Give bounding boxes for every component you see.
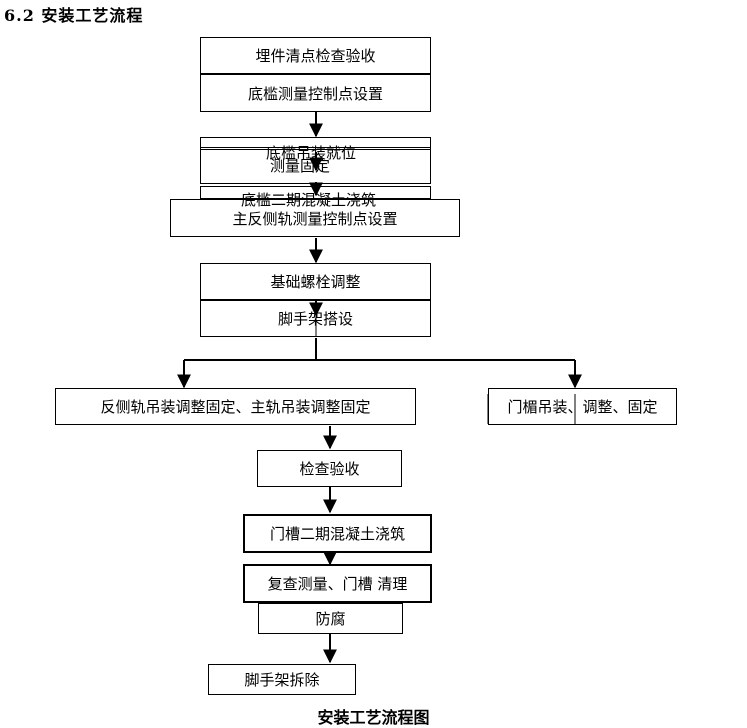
step-label-5: 底槛二期混凝土浇筑 bbox=[241, 191, 377, 209]
step-label-9: 反侧轨吊装调整固定、主轨吊装调整固定 bbox=[100, 398, 371, 416]
step-label-6: 主反侧轨测量控制点设置 bbox=[232, 209, 398, 228]
step-box-12: 门槽二期混凝土浇筑 bbox=[243, 514, 432, 553]
step-box-14: 防腐 bbox=[258, 603, 403, 634]
step-box-15: 脚手架拆除 bbox=[208, 664, 356, 695]
step-box-5 bbox=[200, 186, 431, 199]
step-box-3 bbox=[200, 137, 431, 150]
step-label-4: 测量固定 bbox=[270, 157, 331, 175]
section-heading: 6.2 安装工艺流程 bbox=[4, 6, 144, 25]
step-box-6: 主反侧轨测量控制点设置 bbox=[170, 199, 460, 237]
step-label-15: 脚手架拆除 bbox=[244, 671, 320, 689]
step-label-11: 检查验收 bbox=[299, 460, 360, 478]
step-box-13: 复查测量、门槽 清理 bbox=[243, 564, 432, 603]
step-box-10: 门楣吊装、调整、固定 bbox=[488, 388, 677, 425]
step-label-3: 底槛吊装就位 bbox=[266, 144, 357, 162]
step-box-4 bbox=[200, 147, 431, 184]
step-box-1: 埋件清点检查验收 bbox=[200, 37, 431, 74]
step-label-7: 基础螺栓调整 bbox=[270, 273, 361, 291]
step-label-8: 脚手架搭设 bbox=[277, 310, 353, 328]
step-box-11: 检查验收 bbox=[257, 450, 402, 487]
step-label-1: 埋件清点检查验收 bbox=[255, 47, 376, 65]
step-label-2: 底槛测量控制点设置 bbox=[247, 84, 383, 103]
step-box-9: 反侧轨吊装调整固定、主轨吊装调整固定 bbox=[55, 388, 416, 425]
diagram-caption: 安装工艺流程图 bbox=[317, 708, 430, 727]
step-label-12: 门槽二期混凝土浇筑 bbox=[269, 525, 405, 543]
step-label-14: 防腐 bbox=[315, 610, 346, 628]
step-box-8: 脚手架搭设 bbox=[200, 300, 431, 337]
step-box-7: 基础螺栓调整 bbox=[200, 263, 431, 300]
step-label-13: 复查测量、门槽 清理 bbox=[267, 575, 408, 593]
step-label-10: 门楣吊装、调整、固定 bbox=[507, 398, 658, 416]
step-box-2: 底槛测量控制点设置 bbox=[200, 74, 431, 112]
